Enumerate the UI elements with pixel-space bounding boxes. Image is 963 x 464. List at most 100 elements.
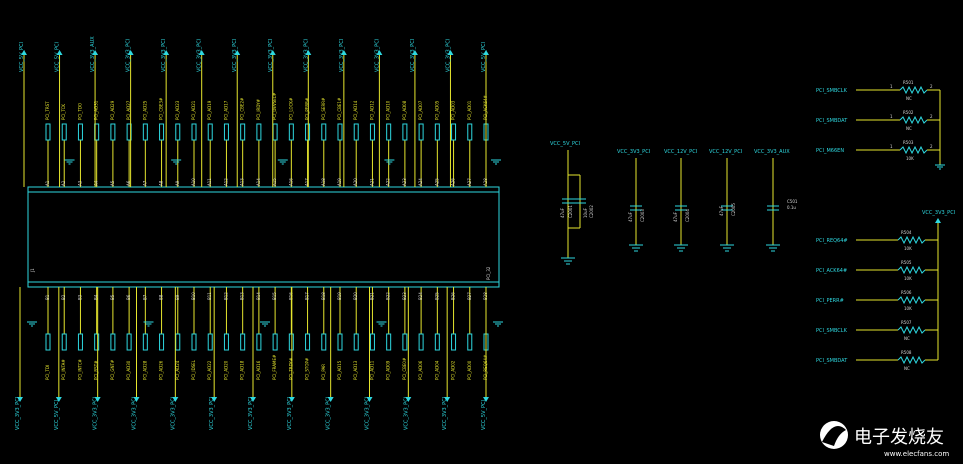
pin-number: A23 bbox=[402, 178, 407, 186]
pin-number: B4 bbox=[94, 294, 99, 300]
pin-number: A19 bbox=[337, 178, 342, 186]
connector-part-label: PCI_32 bbox=[486, 266, 491, 280]
signal-label: PCI_DEVSEL# bbox=[272, 92, 277, 120]
signal-label: PCI_STOP# bbox=[305, 357, 310, 380]
signal-label: PCI_AD04 bbox=[434, 360, 439, 380]
resistor-refdes: R507 bbox=[901, 320, 912, 325]
power-arrow-icon bbox=[935, 218, 941, 223]
power-arrow-icon bbox=[172, 397, 179, 402]
signal-label: PCI_AD14 bbox=[353, 100, 358, 120]
resistor-refdes: R508 bbox=[901, 350, 912, 355]
pin-number: A27 bbox=[467, 178, 472, 186]
power-arrow-icon bbox=[366, 397, 373, 402]
power-port-label: VCC_3V3_PCI bbox=[209, 397, 215, 430]
power-port-label: VCC_3V3_PCI bbox=[339, 39, 345, 72]
power-arrow-icon bbox=[288, 397, 295, 402]
signal-label: PCI_CBE2# bbox=[240, 97, 245, 120]
signal-label: PCI_INTC# bbox=[77, 358, 82, 380]
power-port-label: VCC_3V3_PCI bbox=[445, 39, 451, 72]
signal-label: PCI_AD03 bbox=[451, 100, 456, 120]
signal-label: PCI_AD26 bbox=[159, 360, 164, 380]
power-arrow-icon bbox=[340, 50, 347, 55]
signal-label: PCI_TRDY# bbox=[288, 357, 293, 380]
power-port-label: VCC_3V3_PCI bbox=[442, 397, 448, 430]
signal-label: PCI_LOCK# bbox=[288, 97, 293, 120]
power-port-label: VCC_5V_PCI bbox=[55, 42, 61, 72]
pin-number: A17 bbox=[305, 178, 310, 186]
power-port-label: VCC_3V3_PCI bbox=[93, 397, 99, 430]
pin-number: B15 bbox=[272, 292, 277, 300]
net-label: PCI_ACK64# bbox=[816, 268, 847, 274]
pin-number: A1 bbox=[45, 180, 50, 186]
power-port-label: VCC_5V_PCI bbox=[481, 400, 487, 430]
power-port-label: VCC_3V3_PCI bbox=[410, 39, 416, 72]
signal-label: PCI_AD09 bbox=[386, 360, 391, 380]
pin-number: A6 bbox=[126, 180, 131, 186]
net-label: VCC_12V_PCI bbox=[709, 149, 742, 155]
pin-number: 1 bbox=[890, 84, 893, 89]
signal-label: PCI_AD18 bbox=[240, 360, 245, 380]
pin-number: B11 bbox=[207, 292, 212, 300]
cap-value: 47uF bbox=[560, 207, 565, 218]
pin-number: 1 bbox=[890, 144, 893, 149]
pin-number: B7 bbox=[142, 294, 147, 300]
signal-label: PCI_PAR bbox=[321, 364, 326, 380]
pin-number: A22 bbox=[386, 178, 391, 186]
power-port-label: VCC_3V3_PCI bbox=[326, 397, 332, 430]
pin-number: A9 bbox=[175, 180, 180, 186]
signal-label: PCI_AD25 bbox=[142, 100, 147, 120]
resistor-refdes: R506 bbox=[901, 290, 912, 295]
signal-label: PCI_AD30 bbox=[126, 360, 131, 380]
resistor-icon bbox=[897, 235, 926, 245]
net-label: PCI_SMBDAT bbox=[816, 358, 848, 364]
power-arrow-icon bbox=[17, 397, 23, 402]
power-port-label: VCC_3V3_PCI bbox=[161, 39, 167, 72]
signal-label: PCI_AD11 bbox=[369, 360, 374, 380]
watermark-logo-icon bbox=[822, 426, 846, 446]
signal-label: PCI_INTA# bbox=[61, 359, 66, 380]
power-port-label: VCC_3V3_PCI bbox=[365, 397, 371, 430]
signal-label: PCI_AD00 bbox=[467, 360, 472, 380]
net-label: PCI_SMBCLK bbox=[816, 88, 848, 94]
power-arrow-icon bbox=[305, 50, 312, 55]
resistor-icon bbox=[899, 115, 928, 125]
pin-number: A15 bbox=[272, 178, 277, 186]
pin-number: A2 bbox=[61, 180, 66, 186]
cap-refdes: C2002 bbox=[589, 205, 594, 218]
cap-value: 0.1u bbox=[787, 205, 796, 210]
net-label: VCC_3V3_AUX bbox=[754, 149, 790, 155]
watermark: 电子发烧友 www.elecfans.com bbox=[820, 421, 949, 458]
power-port-label: VCC_5V_PCI bbox=[481, 42, 487, 72]
pin-number: A13 bbox=[240, 178, 245, 186]
pin-number: A24 bbox=[418, 178, 423, 186]
signal-label: PCI_AD31 bbox=[94, 100, 99, 120]
resistor-value: NC bbox=[906, 96, 912, 101]
power-arrow-icon bbox=[376, 50, 383, 55]
power-arrow-icon bbox=[127, 50, 134, 55]
signal-label: PCI_TDI bbox=[45, 365, 50, 380]
connector-bottom-power-ports: VCC_3V3_PCI VCC_5V_PCI VCC_3V3_PCI VCC_3V3_… bbox=[15, 287, 503, 430]
power-port-label: VCC_3V3_PCI bbox=[403, 397, 409, 430]
cap-group-12v-b: VCC_12V_PCI 47uF C2005 bbox=[709, 149, 742, 252]
power-port-label: VCC_3V3_PCI bbox=[15, 397, 21, 430]
pin-number: A18 bbox=[321, 178, 326, 186]
cap-value: 47uF bbox=[628, 211, 633, 222]
signal-label: PCI_AD21 bbox=[191, 100, 196, 120]
net-label: VCC_3V3_PCI bbox=[617, 149, 650, 155]
resistor-refdes: R501 bbox=[903, 80, 914, 85]
cap-refdes: C501 bbox=[787, 199, 798, 204]
power-port-label: VCC_3V3_PCI bbox=[303, 39, 309, 72]
pin-number: A4 bbox=[94, 180, 99, 186]
pin-number: A11 bbox=[207, 178, 212, 186]
pin-number: B5 bbox=[110, 294, 115, 300]
watermark-title: 电子发烧友 bbox=[854, 427, 944, 448]
resistor-value: NC bbox=[906, 126, 912, 131]
net-label: PCI_SMBCLK bbox=[816, 328, 848, 334]
resistor-icon bbox=[897, 355, 926, 365]
connector-top-signal-labels: PCI_TRSTA1PCI_TCKA2PCI_TDOA3PCI_AD31A4PC… bbox=[45, 92, 488, 186]
pin-number: B17 bbox=[305, 292, 310, 300]
pin-number: B25 bbox=[434, 292, 439, 300]
